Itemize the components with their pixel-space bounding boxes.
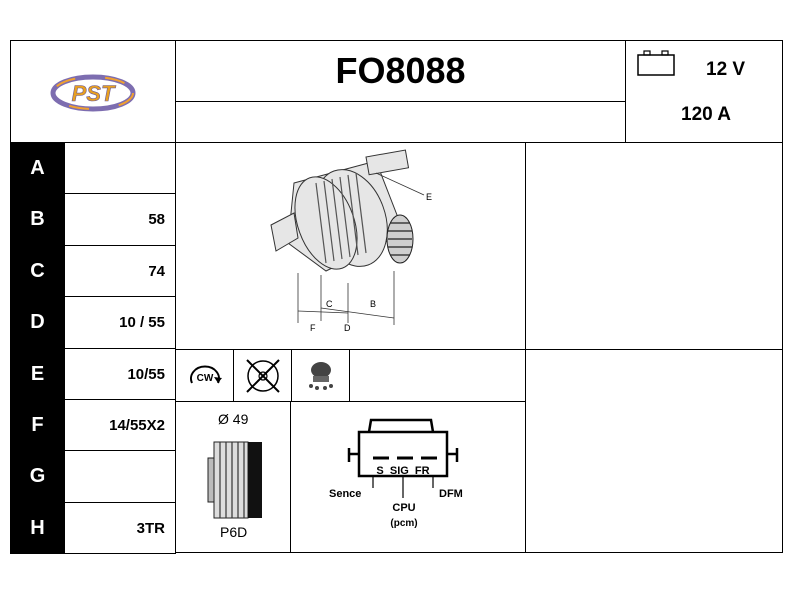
connector-right-label: DFM — [439, 488, 463, 500]
label-f: F — [310, 323, 316, 333]
spec-letter-f: F — [10, 399, 65, 451]
spec-value-h: 3TR — [64, 502, 176, 554]
spec-value-a — [64, 142, 176, 194]
alternator-diagram: E C B F D — [270, 149, 432, 333]
spec-value-g — [64, 450, 176, 503]
right-blank-upper — [525, 142, 783, 350]
icon-strip-blank — [349, 349, 526, 402]
pulley-icon — [207, 441, 262, 519]
spec-value-e: 10/55 — [64, 348, 176, 400]
amperage: 120 A — [681, 104, 731, 125]
spec-letter-e: E — [10, 348, 65, 400]
no-fan-icon — [245, 358, 280, 393]
spec-value-c: 74 — [64, 245, 176, 297]
alternator-image-cell: E C B F D — [175, 142, 526, 350]
part-number-cell: FO8088 — [175, 40, 626, 102]
logo-cell: PST — [10, 40, 176, 143]
connector-cell: S SIG FR Sence DFM CPU (pcm) — [290, 401, 526, 553]
regulator-icon — [308, 361, 333, 390]
spec-letter-c: C — [10, 245, 65, 297]
voltage: 12 V — [706, 59, 746, 80]
spec-value-d: 10 / 55 — [64, 296, 176, 349]
connector-left-label: Sence — [329, 488, 361, 500]
label-e: E — [426, 192, 432, 202]
connector-pins: S SIG FR — [376, 465, 429, 477]
pulley-type: P6D — [220, 524, 248, 540]
part-number: FO8088 — [335, 50, 466, 91]
spec-letter-g: G — [10, 450, 65, 503]
spec-letter-b: B — [10, 193, 65, 246]
rotation-label: CW — [196, 373, 213, 384]
clockwise-rotation-icon: CW — [189, 365, 222, 384]
spec-value-b: 58 — [64, 193, 176, 246]
logo-text: PST — [72, 81, 116, 106]
label-c: C — [326, 299, 333, 309]
connector-diagram: S SIG FR Sence DFM CPU (pcm) — [329, 418, 463, 529]
rotation-cell: CW — [175, 349, 234, 402]
label-b: B — [370, 299, 376, 309]
spec-letter-a: A — [10, 142, 65, 194]
label-d: D — [344, 323, 351, 333]
spec-value-f: 14/55X2 — [64, 399, 176, 451]
connector-center-label: CPU — [392, 502, 415, 514]
spec-letter-h: H — [10, 502, 65, 554]
fan-cell — [233, 349, 292, 402]
pulley-cell: Ø 49 P6D — [175, 401, 291, 553]
spec-letter-d: D — [10, 296, 65, 349]
header-blank-cell — [175, 101, 626, 143]
pulley-diameter: Ø 49 — [218, 411, 249, 427]
connector-center-sub: (pcm) — [390, 518, 417, 529]
electrical-cell: 12 V 120 A — [625, 40, 783, 143]
right-blank-lower — [525, 349, 783, 553]
regulator-cell — [291, 349, 350, 402]
pst-logo: PST — [50, 74, 136, 112]
battery-icon — [637, 50, 675, 76]
